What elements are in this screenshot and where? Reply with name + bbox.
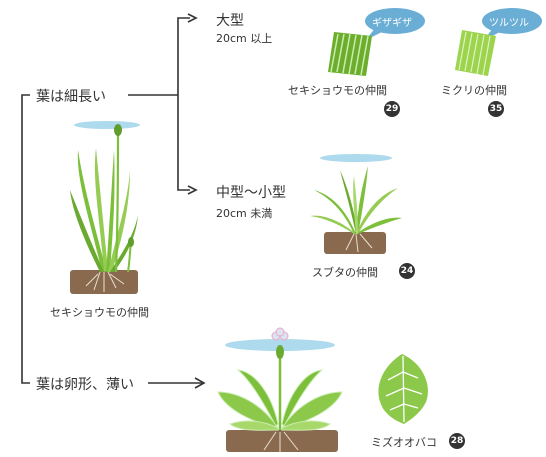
page-badge-sekishoumo: 29 — [384, 101, 400, 117]
arrow-medium — [187, 185, 198, 195]
size-label-medium: 20cm 未満 — [216, 207, 273, 220]
group-name-mizuoobako: ミズオオバコ — [371, 436, 437, 449]
page-badge-mizuoobako: 28 — [449, 433, 465, 449]
tall-ribbon-plant — [70, 121, 140, 294]
group-name-mikuri: ミクリの仲間 — [441, 84, 507, 97]
bubble-text-jagged: ギザギザ — [372, 18, 412, 29]
broadleaf-plant — [217, 327, 343, 452]
size-bracket — [177, 17, 190, 191]
branch-label-medium: 中型～小型 — [216, 185, 286, 201]
tree-lines — [21, 13, 206, 389]
jagged-leaf-swatch — [328, 32, 372, 76]
root-bracket — [21, 94, 30, 384]
rosette-plant — [310, 154, 402, 254]
example-caption-sekishoumo: セキショウモの仲間 — [50, 306, 149, 319]
bubble-text-smooth: ツルツル — [489, 18, 529, 29]
branch-label-large: 大型 — [216, 13, 244, 29]
page-badge-subuta: 24 — [399, 263, 415, 279]
arrow-large — [187, 13, 198, 23]
branch-label-oval-leaves: 葉は卵形、薄い — [36, 377, 134, 393]
broad-leaf-illustration — [378, 354, 428, 424]
group-name-sekishoumo: セキショウモの仲間 — [288, 84, 387, 97]
size-label-large: 20cm 以上 — [216, 32, 273, 45]
page-badge-mikuri: 35 — [488, 101, 504, 117]
group-name-subuta: スブタの仲間 — [312, 266, 378, 279]
smooth-leaf-swatch — [455, 30, 496, 76]
arrow-oval — [194, 377, 206, 389]
branch-label-long-leaves: 葉は細長い — [36, 89, 106, 105]
